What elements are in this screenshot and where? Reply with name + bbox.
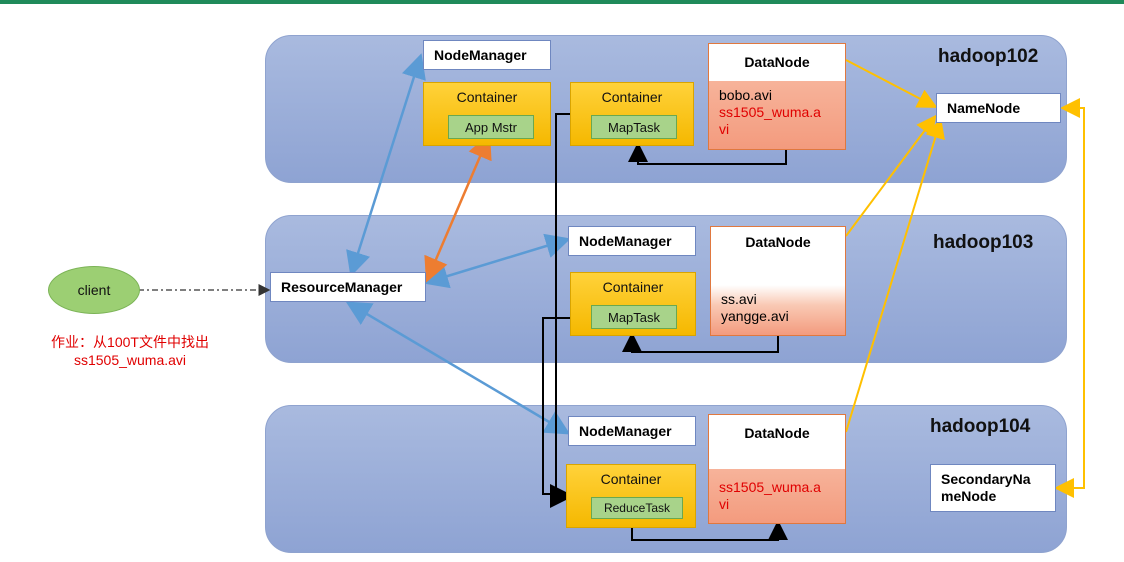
container-maptask-hadoop102: Container MapTask: [570, 82, 694, 146]
datanode-hadoop104: DataNode ss1505_wuma.a vi: [708, 414, 846, 524]
host-label-hadoop102: hadoop102: [938, 46, 1039, 67]
file-ss: ss.avi: [721, 291, 757, 307]
file-ss1505-part1: ss1505_wuma.a: [719, 479, 821, 495]
file-bobo: bobo.avi: [719, 87, 772, 103]
file-yangge: yangge.avi: [721, 308, 789, 324]
file-ss1505-part2: vi: [719, 121, 730, 137]
nodemanager-hadoop104: NodeManager: [568, 416, 696, 446]
datanode-title: DataNode: [744, 425, 810, 441]
maptask-hadoop103: MapTask: [591, 305, 677, 329]
datanode-hadoop103: DataNode ss.avi yangge.avi: [710, 226, 846, 336]
secondary-namenode-line1: SecondaryNa: [941, 471, 1031, 487]
container-title: Container: [601, 89, 663, 105]
client-node: client: [48, 266, 140, 314]
datanode-files: bobo.avi ss1505_wuma.a vi: [709, 81, 845, 149]
arrow-rm-nm103: [423, 233, 571, 289]
container-maptask-hadoop103: Container MapTask: [570, 272, 696, 336]
secondary-namenode: SecondaryNa meNode: [930, 464, 1056, 512]
secondary-namenode-line2: meNode: [941, 488, 997, 504]
flow-h102-file-to-maptask: [628, 142, 787, 165]
flow-maptask103-to-reduce: [542, 317, 572, 504]
datanode-files: ss.avi yangge.avi: [711, 285, 845, 335]
datanode-title: DataNode: [744, 54, 810, 70]
container-title: Container: [602, 279, 664, 295]
flow-h103-file-to-maptask: [622, 332, 779, 353]
datanode-title: DataNode: [745, 234, 811, 250]
arrow-rm-appmstr: [424, 133, 492, 283]
file-ss1505-part2: vi: [719, 496, 730, 512]
namenode: NameNode: [936, 93, 1061, 123]
host-label-hadoop103: hadoop103: [933, 232, 1034, 253]
note-line-2: ss1505_wuma.avi: [73, 352, 187, 368]
arrow-dn104-namenode: [845, 118, 945, 433]
nodemanager-hadoop102: NodeManager: [423, 40, 551, 70]
arrow-dn103-namenode: [845, 114, 937, 237]
arrow-rm-nm104: [345, 301, 571, 435]
maptask-hadoop102: MapTask: [591, 115, 677, 139]
file-ss1505-part1: ss1505_wuma.a: [719, 104, 821, 120]
container-reducetask: Container ReduceTask: [566, 464, 696, 528]
nodemanager-hadoop103: NodeManager: [568, 226, 696, 256]
reducetask: ReduceTask: [591, 497, 683, 519]
flow-h104-reduce-to-file: [631, 520, 788, 541]
arrow-rm-nm102: [346, 53, 426, 277]
datanode-files: ss1505_wuma.a vi: [709, 469, 845, 523]
container-title: Container: [600, 471, 662, 487]
resource-manager: ResourceManager: [270, 272, 426, 302]
arrow-dn102-namenode: [845, 59, 938, 108]
arrow-namenode-secondary: [1054, 98, 1085, 498]
homework-note: 作业：从100T文件中找出 ss1505_wuma.avi: [30, 333, 230, 369]
note-line-1: 作业：从100T文件中找出: [51, 334, 209, 350]
datanode-hadoop102: DataNode bobo.avi ss1505_wuma.a vi: [708, 43, 846, 150]
top-accent-bar: [0, 0, 1124, 4]
app-master-task: App Mstr: [448, 115, 534, 139]
container-app-master: Container App Mstr: [423, 82, 551, 146]
container-title: Container: [456, 89, 518, 105]
host-label-hadoop104: hadoop104: [930, 416, 1031, 437]
